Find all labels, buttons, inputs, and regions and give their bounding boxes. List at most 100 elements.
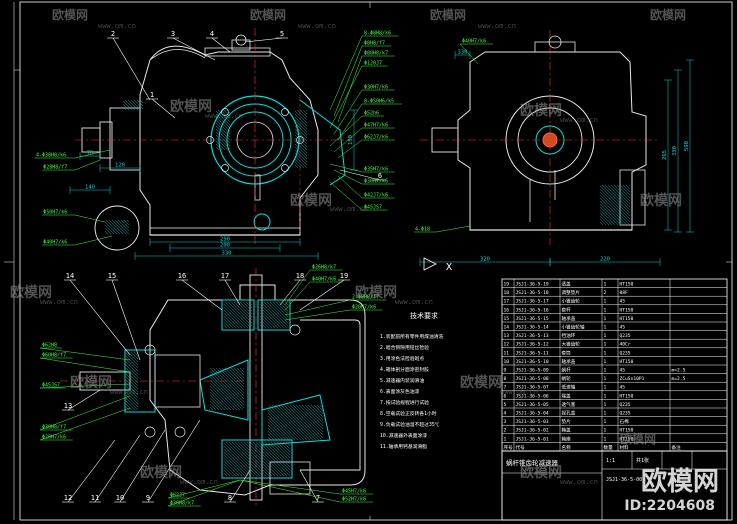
part-number: 19 [340,272,348,280]
hatch-line [275,301,289,315]
hatch-line [248,301,253,306]
part-balloon: 18 [279,272,306,306]
callout-leader [337,139,363,159]
hatch-line [223,463,237,477]
hatch-line [215,128,231,144]
pinion-hatch [209,367,245,411]
bolt-hole [144,426,156,438]
dimension-value: 220 [600,257,610,263]
parts-cell-mat: 石棉 [620,418,630,425]
fit-tolerance: 4-Φ18 [415,227,430,233]
fit-tolerance: Φ28H8/f7 [43,165,67,171]
hatch-line [271,404,308,441]
hatch-line [599,197,628,226]
part-number: 2 [111,30,115,38]
bottom-cap [269,461,311,495]
parts-cell-name: 轴承盖 [562,315,576,322]
hatch-line [215,143,223,151]
hatch-line [234,441,270,477]
hatch-line [294,155,308,169]
dimension-value: 140 [85,185,95,191]
hatch-line [294,146,308,160]
balloon-leader [244,37,283,43]
part-balloon: 4 [206,30,231,53]
hatch-line [599,200,625,226]
fit-callout: Φ60H8/f7 [39,353,131,373]
dimension: 150 [348,109,358,171]
dimension-value: 265 [662,150,668,160]
hatch-line [215,134,231,150]
dimension-value: 200 [220,243,230,249]
balloon-leader [94,434,141,503]
hatch-line [613,184,631,202]
fit-callout: Φ40H7/k6 [459,39,493,65]
fit-callout: 2-Φ8H8/f7 [284,295,387,316]
hatch-line [246,441,282,477]
callout-leader [329,181,363,211]
hatch-line [223,315,237,329]
scale: 1:1 [606,458,615,464]
fit-tolerance: Φ60H8/f7 [42,353,66,359]
hatch-line [104,224,115,235]
part-number: 12 [64,494,72,502]
parts-cell-no: 10 [504,359,510,365]
part-number: 11 [91,494,99,502]
callout-leader [284,269,311,306]
part-number: 15 [108,272,116,280]
hatch-line [292,404,324,436]
fit-callout: Φ120J7 [329,61,388,129]
hatch-line [305,109,308,112]
parts-cell-no: 13 [504,333,510,339]
hatch-line [267,415,293,441]
parts-cell-code: JSJ1-36-5-17 [516,299,549,305]
hatch-line [123,219,130,226]
dimension: 320 [419,257,551,266]
parts-header-note: 备注 [672,444,682,451]
balloon-leader [229,469,251,503]
note-line: 1.装配前所有零件用煤油清洗 [380,333,444,340]
fit-callout: Φ40H7/k6 [284,277,343,311]
hatch-line [130,99,142,111]
callout-leader [74,149,111,159]
fit-tolerance: Φ52H7/k6 [342,497,366,503]
parts-cell-qty: 1 [604,436,607,442]
parts-cell-no: 8 [504,376,507,382]
hatch-line [616,184,631,199]
parts-cell-code: JSJ1-36-5-06 [516,393,549,399]
fit-tolerance: Φ52h6 [364,111,379,117]
hatch-line [111,219,127,235]
oil-dipstick [254,174,261,201]
hatch-line [263,301,289,327]
hatch-line [209,382,238,411]
hatch-line [133,351,139,357]
bolt-hole [281,108,289,116]
callout-leader [74,214,106,223]
fit-tolerance: Φ8H8/f7 [364,41,385,47]
note-line: 4.箱体剖分面涂密封胶 [380,366,429,373]
hatch-line [215,146,220,151]
dimension-value: 290 [220,237,230,243]
part-balloon: 1 [146,91,176,119]
dimension: 265 [662,79,672,231]
part-balloon: 5 [244,30,288,43]
hatch-line [619,184,631,196]
hatch-line [259,315,273,329]
hatch-line [294,158,305,169]
callout-leader [284,299,351,316]
hatch-line [125,400,136,411]
note-line: 3.用涂色法检验斑点 [380,355,424,362]
hatch-line [286,404,323,441]
hatch-line [294,137,308,151]
hatch-line [313,404,324,415]
hatch-line [261,441,291,471]
hatch-line [223,445,255,477]
part-balloon: 6 [339,169,386,181]
hatch-line [599,221,604,226]
callout-leader [239,479,341,495]
hatch-line [224,301,252,329]
hatch-line [125,388,139,402]
parts-cell-no: 12 [504,342,510,348]
parts-cell-mat: Q235 [620,411,631,417]
hatch-line [259,309,279,329]
hatch-line [209,388,232,411]
